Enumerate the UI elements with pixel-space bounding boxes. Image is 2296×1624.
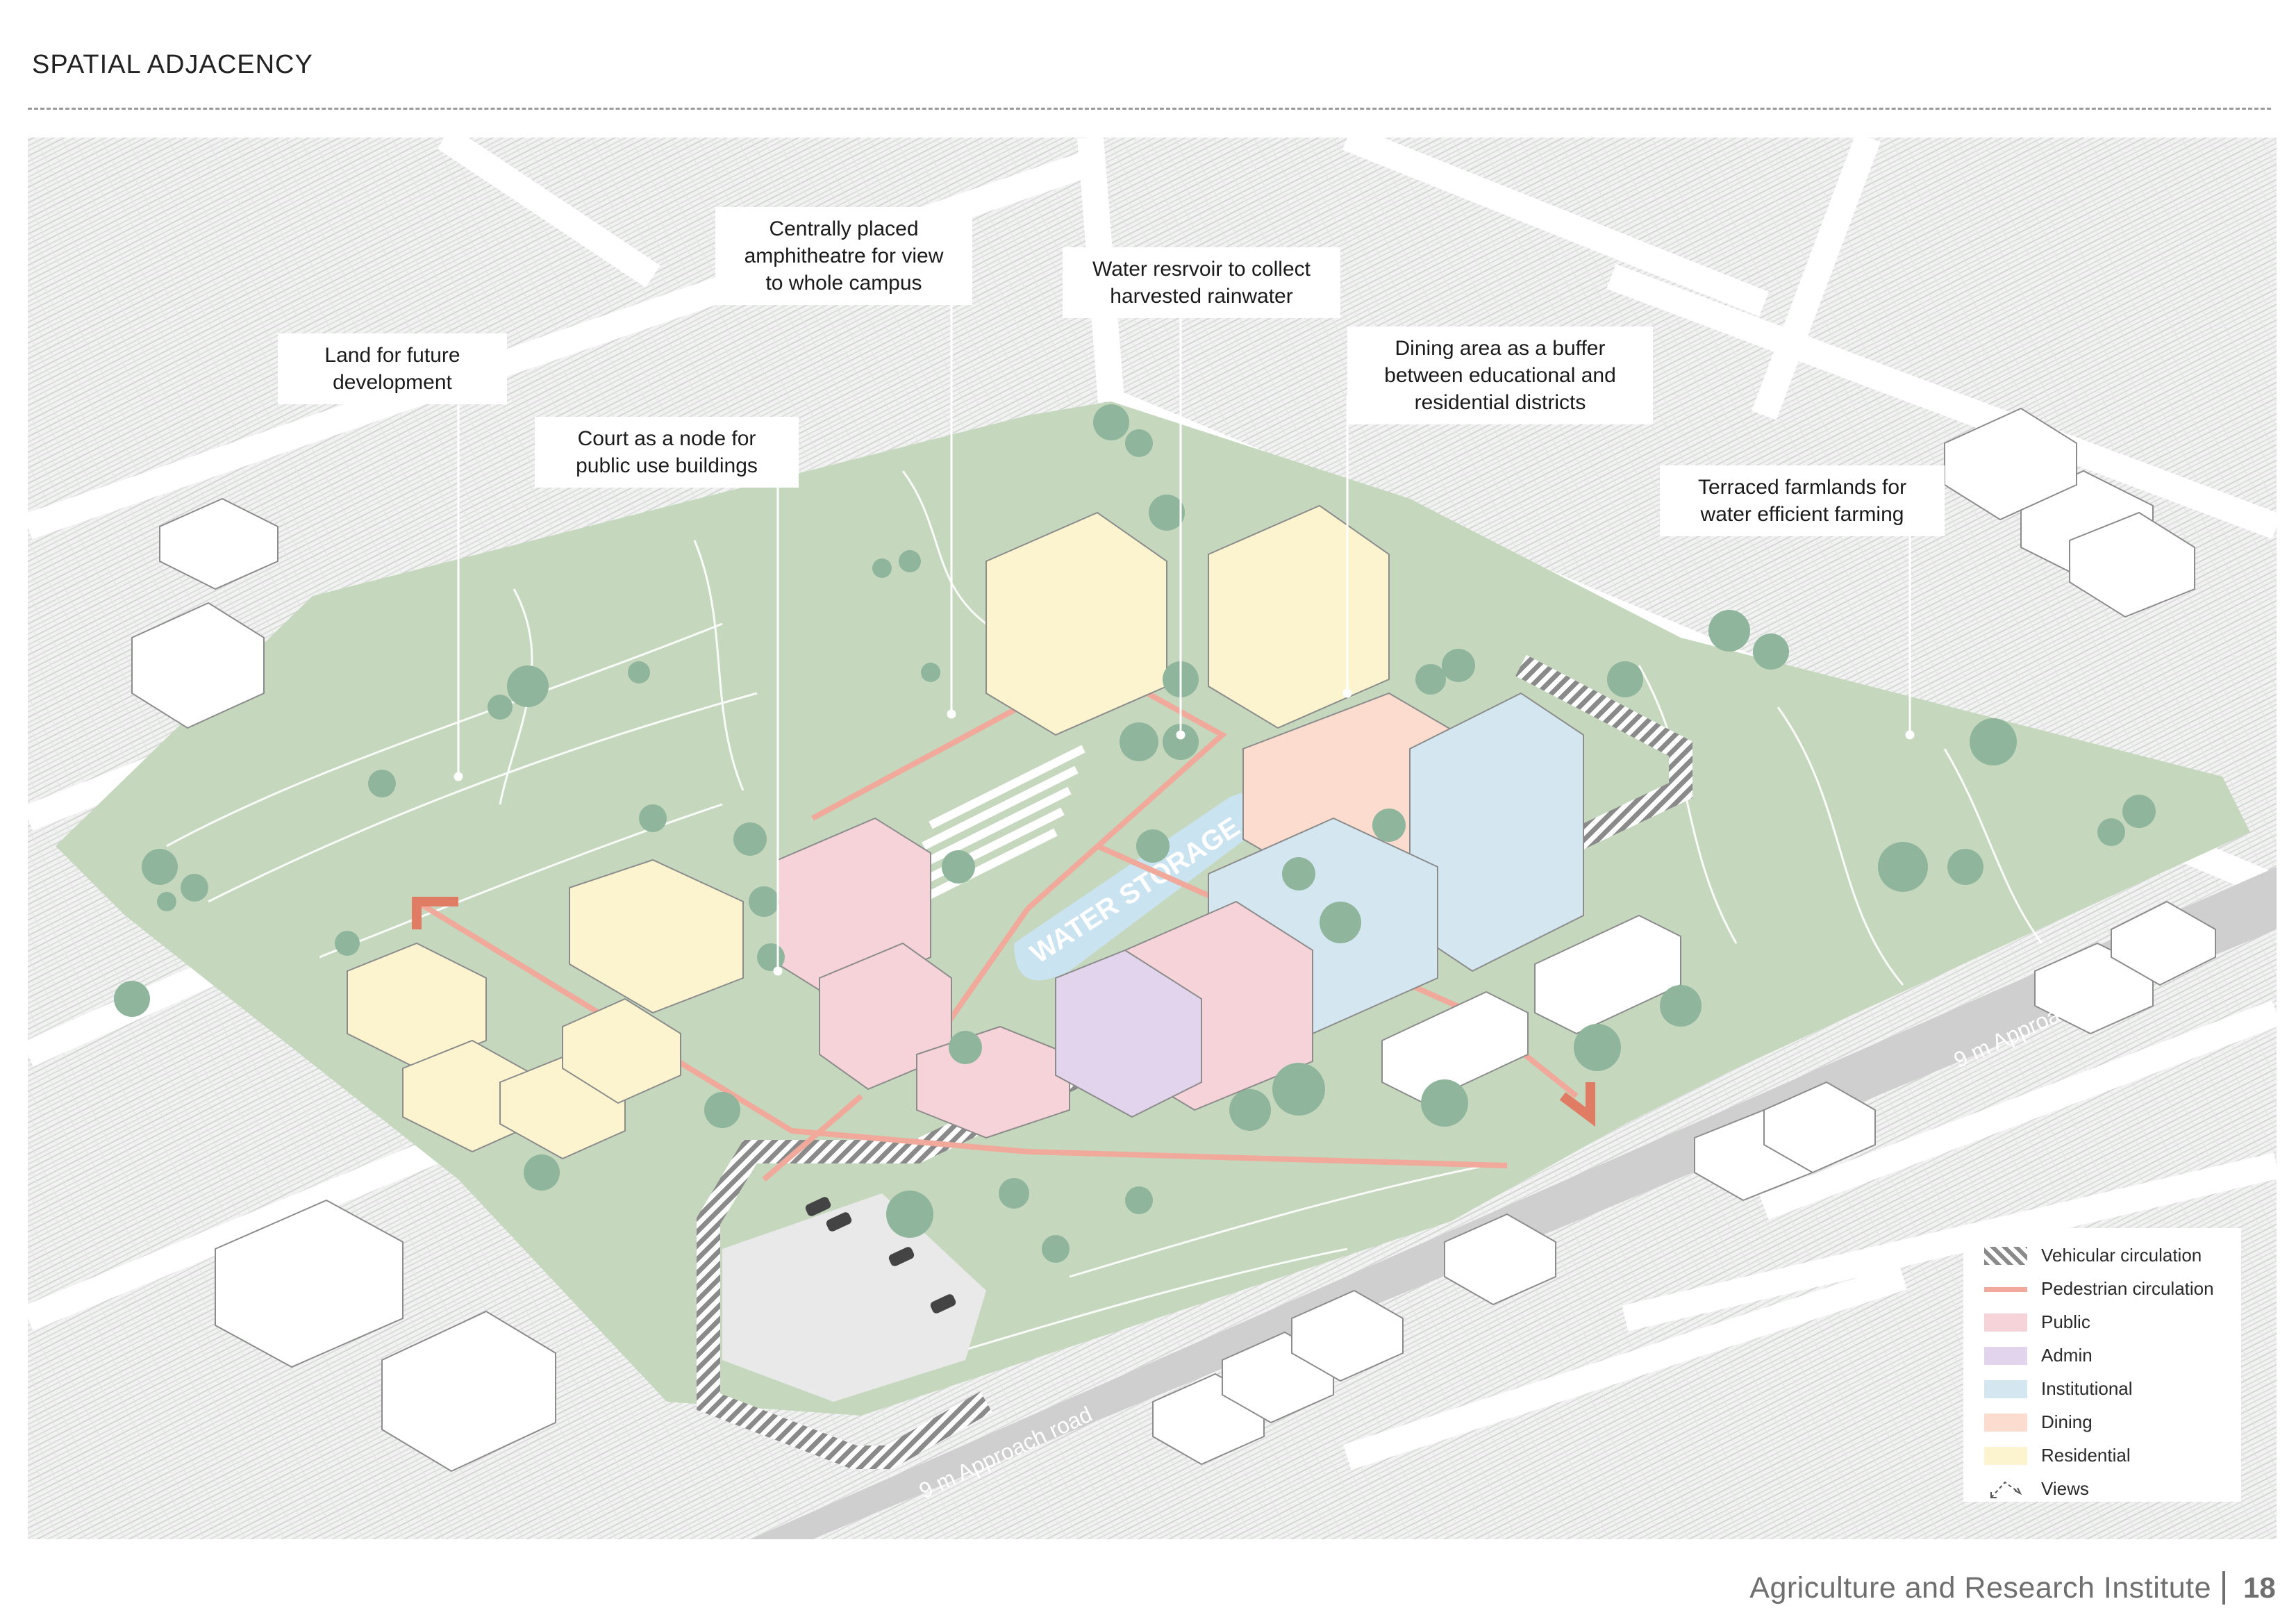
callout-reservoir: Water resrvoir to collect harvested rain…	[1063, 247, 1340, 318]
legend-label: Dining	[2041, 1411, 2093, 1433]
legend-swatch-public	[1984, 1314, 2027, 1332]
page-title: SPATIAL ADJACENCY	[32, 50, 313, 80]
views-arrow-icon	[1984, 1477, 2027, 1502]
callout-amphitheatre: Centrally placed amphitheatre for view t…	[715, 207, 972, 305]
legend-label: Admin	[2041, 1345, 2093, 1366]
callout-future-land: Land for future development	[278, 333, 507, 404]
legend-swatch-admin	[1984, 1347, 2027, 1365]
legend-label: Pedestrian circulation	[2041, 1278, 2214, 1300]
legend-label: Public	[2041, 1311, 2090, 1333]
legend-label: Residential	[2041, 1445, 2131, 1466]
title-divider	[28, 108, 2271, 110]
footer-title: Agriculture and Research Institute	[1749, 1571, 2211, 1605]
page-number: 18	[2243, 1571, 2276, 1605]
legend-swatch-vehicular	[1984, 1247, 2027, 1265]
legend-swatch-pedestrian	[1984, 1287, 2027, 1292]
legend-label: Institutional	[2041, 1378, 2133, 1400]
legend-label: Vehicular circulation	[2041, 1245, 2202, 1266]
callout-dining: Dining area as a buffer between educatio…	[1347, 326, 1653, 424]
legend: Vehicular circulation Pedestrian circula…	[1963, 1228, 2241, 1502]
legend-swatch-institutional	[1984, 1380, 2027, 1398]
legend-swatch-dining	[1984, 1414, 2027, 1432]
callout-farmlands: Terraced farmlands for water efficient f…	[1660, 465, 1945, 536]
legend-label: Views	[2041, 1478, 2089, 1500]
legend-swatch-residential	[1984, 1447, 2027, 1465]
footer-separator	[2222, 1571, 2225, 1605]
callout-court: Court as a node for public use buildings	[535, 417, 799, 488]
